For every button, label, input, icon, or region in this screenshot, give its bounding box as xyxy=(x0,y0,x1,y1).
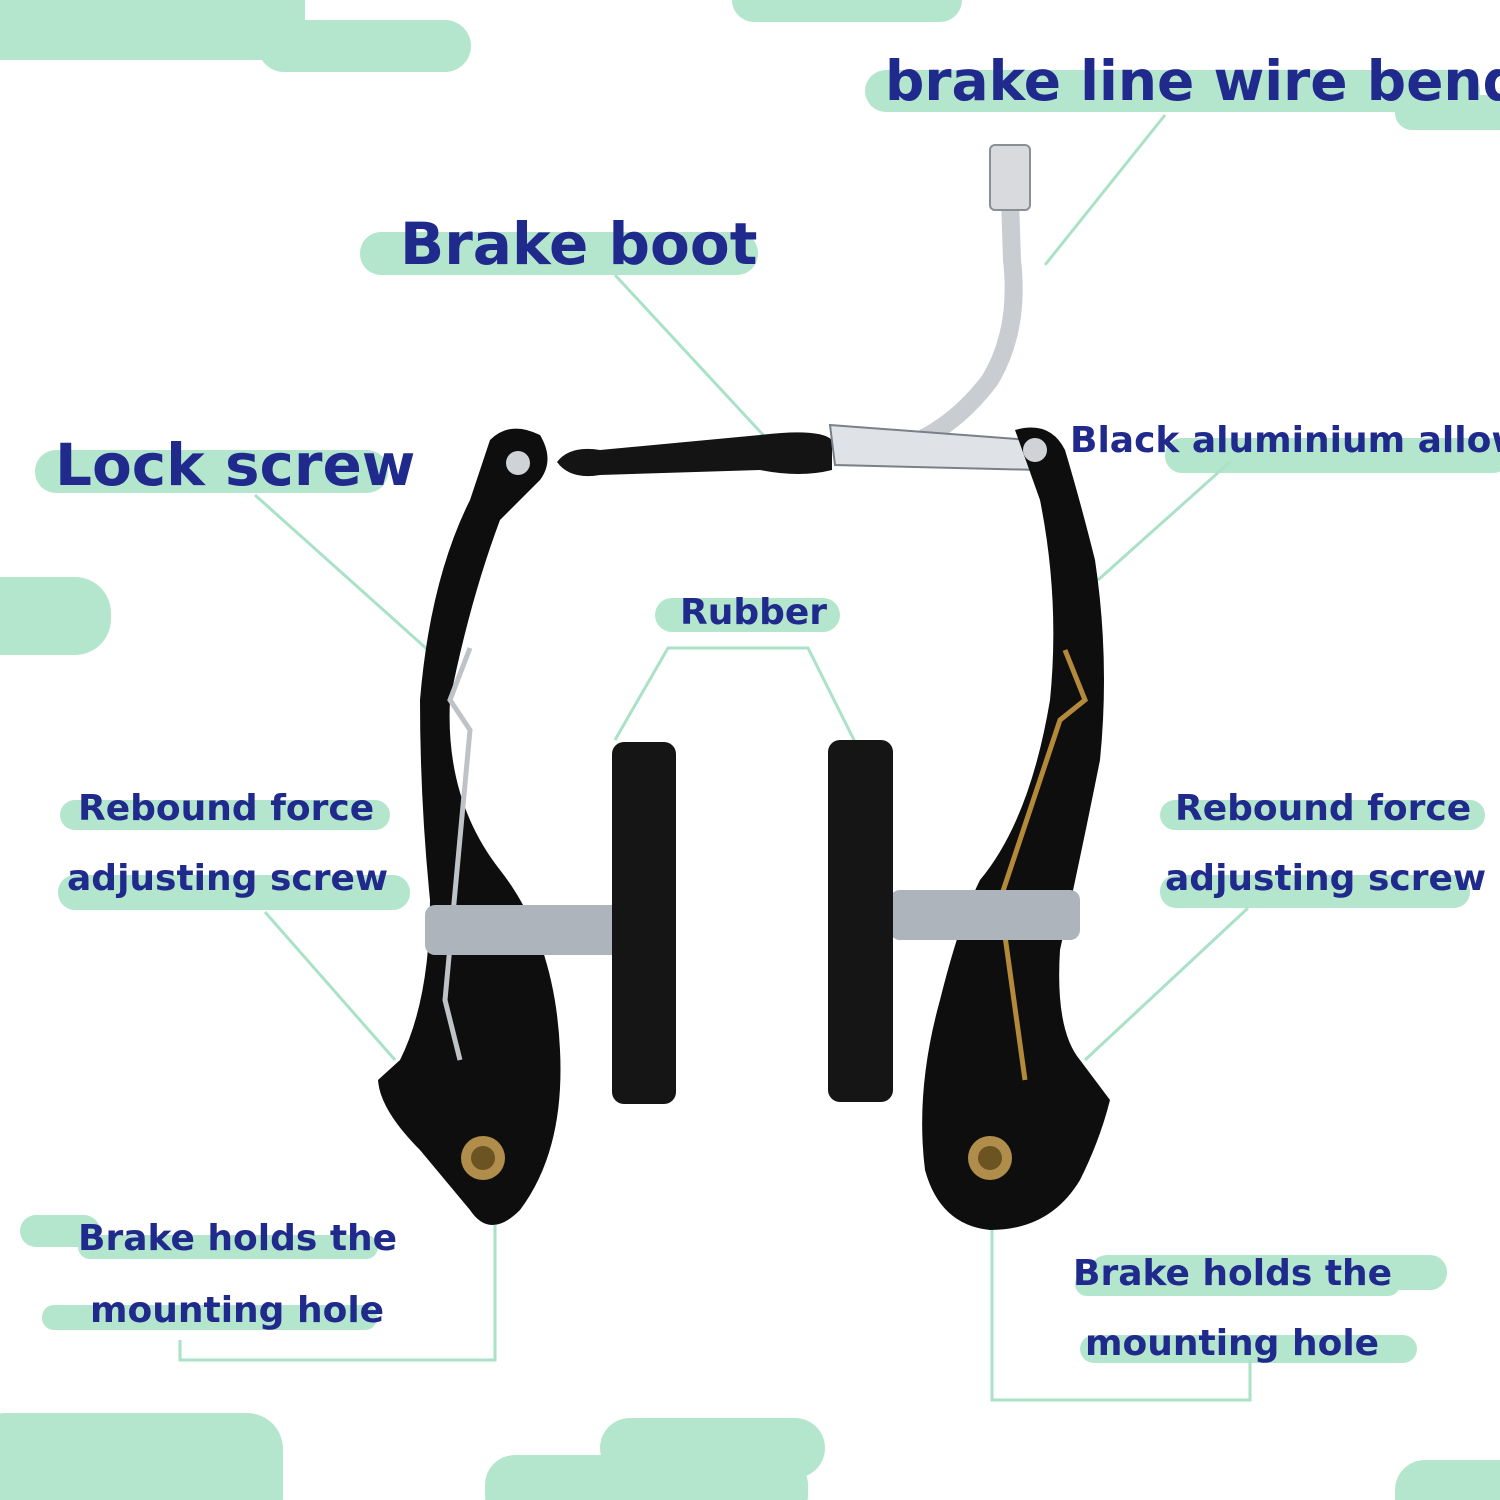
brake-boot xyxy=(557,432,832,477)
wire-noodle xyxy=(911,191,1023,449)
leader-lines xyxy=(178,114,1252,1402)
label-mount-left-1: Brake holds the xyxy=(78,1218,397,1259)
label-wire-bend: brake line wire bend xyxy=(885,49,1500,113)
label-brake-boot: Brake boot xyxy=(400,210,757,278)
label-rubber: Rubber xyxy=(680,592,827,633)
label-lock-screw: Lock screw xyxy=(55,431,415,499)
label-black-aluminium: Black aluminium allow xyxy=(1070,420,1500,461)
label-rebound-left-1: Rebound force xyxy=(78,788,374,829)
left-brake-arm xyxy=(378,428,561,1226)
label-rebound-left-2: adjusting screw xyxy=(67,858,388,899)
label-mount-right-1: Brake holds the xyxy=(1073,1253,1392,1294)
label-rebound-right-1: Rebound force xyxy=(1175,788,1471,829)
left-brake-pad xyxy=(612,742,676,1104)
v-brake-illustration xyxy=(378,144,1110,1230)
labels: brake line wire bend Brake boot Lock scr… xyxy=(55,49,1500,1364)
label-mount-right-2: mounting hole xyxy=(1085,1323,1379,1364)
label-mount-left-2: mounting hole xyxy=(90,1290,384,1331)
label-rebound-right-2: adjusting screw xyxy=(1165,858,1486,899)
right-brake-pad xyxy=(828,740,893,1102)
label-highlights xyxy=(20,70,1500,1363)
right-brake-arm xyxy=(922,427,1110,1230)
